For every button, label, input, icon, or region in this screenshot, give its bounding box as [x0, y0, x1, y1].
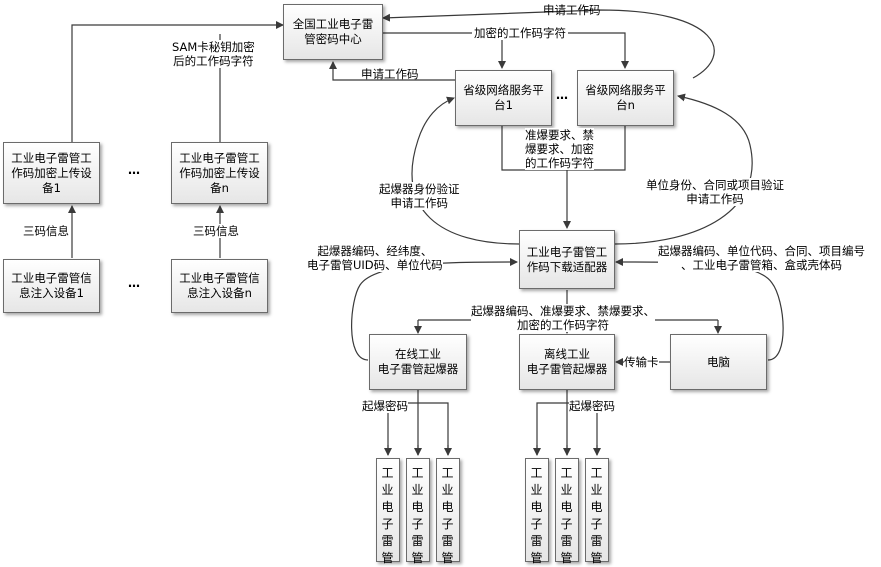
node-online-exploder: 在线工业 电子雷管起爆器	[369, 334, 467, 390]
node-download-adapter: 工业电子雷管工 作码下载适配器	[519, 230, 615, 289]
label-blast-password-online: 起爆密码	[362, 399, 408, 413]
node-detonator-offline-3: 工 业 电 子 雷 管	[585, 458, 609, 565]
node-detonator-online-1: 工 业 电 子 雷 管	[376, 458, 400, 565]
node-province-n: 省级网络服务平 台n	[577, 70, 674, 126]
node-detonator-online-3: 工 业 电 子 雷 管	[436, 458, 460, 565]
label-three-code-info-1: 三码信息	[23, 224, 69, 238]
label-online-exploder-info: 起爆器编码、经纬度、 电子雷管UID码、单位代码	[307, 244, 443, 272]
label-encrypted-code-string: 加密的工作码字符	[472, 26, 568, 40]
node-detonator-offline-1: 工 业 电 子 雷 管	[525, 458, 549, 565]
label-blast-requirements: 准爆要求、禁 爆要求、加密 的工作码字符	[525, 128, 594, 170]
node-inject-device-n: 工业电子雷管信 息注入设备n	[171, 259, 268, 313]
node-detonator-online-2: 工 业 电 子 雷 管	[406, 458, 430, 565]
edge-center-to-provinces	[383, 32, 629, 69]
node-detonator-offline-2: 工 业 电 子 雷 管	[555, 458, 579, 565]
label-unit-identity-verify: 单位身份、合同或项目验证 申请工作码	[646, 178, 784, 206]
node-province-1: 省级网络服务平 台1	[455, 70, 552, 126]
ellipsis-inject-devices: …	[128, 276, 140, 290]
label-three-code-info-n: 三码信息	[193, 224, 239, 238]
node-computer: 电脑	[670, 334, 767, 390]
node-national-center: 全国工业电子雷 管密码中心	[283, 4, 383, 60]
label-adapter-to-exploders: 起爆器编码、准爆要求、禁爆要求、 加密的工作码字符	[471, 304, 655, 332]
edge-province-n-request-top	[382, 9, 715, 79]
ellipsis-provinces: …	[556, 88, 568, 102]
ellipsis-upload-devices: …	[128, 163, 140, 177]
edge-adapter-to-province-1	[411, 96, 520, 245]
edge-adapter-to-province-n	[614, 93, 753, 245]
label-transfer-card: 传输卡	[624, 355, 659, 369]
node-upload-device-n: 工业电子雷管工 作码加密上传设 备n	[171, 142, 268, 204]
edge-province-1-request	[329, 61, 455, 81]
label-request-code-top: 申请工作码	[543, 3, 601, 17]
label-blast-password-offline: 起爆密码	[569, 399, 615, 413]
node-offline-exploder: 离线工业 电子雷管起爆器	[519, 334, 615, 390]
label-sam-encrypted: SAM卡秘钥加密 后的工作码字符	[172, 40, 255, 68]
node-inject-device-1: 工业电子雷管信 息注入设备1	[3, 259, 100, 313]
node-upload-device-1: 工业电子雷管工 作码加密上传设 备1	[3, 142, 100, 204]
label-offline-exploder-info: 起爆器编码、单位代码、合同、项目编号 、工业电子雷管箱、盒或壳体码	[658, 244, 865, 272]
label-request-code-mid: 申请工作码	[361, 67, 419, 81]
edge-provinces-to-adapter	[501, 126, 626, 171]
label-exploder-identity-verify: 起爆器身份验证 申请工作码	[379, 182, 460, 210]
edge-online-to-adapter	[351, 258, 518, 361]
edge-upload-1-to-center	[71, 21, 284, 142]
